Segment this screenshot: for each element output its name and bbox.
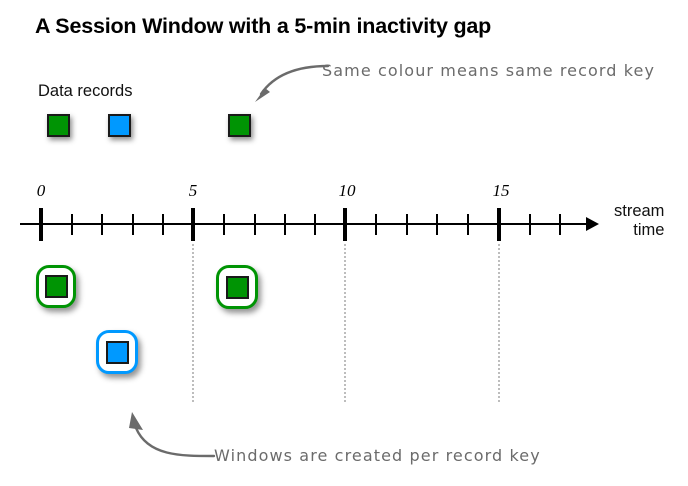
axis-tick-minor <box>132 214 134 235</box>
session-window-green-2 <box>216 265 258 309</box>
window-record-green-2 <box>225 275 249 299</box>
annotation-arrow-top <box>255 64 330 102</box>
axis-tick-minor <box>162 214 164 235</box>
annotation-arrow-bottom <box>129 412 216 458</box>
axis-tick-minor <box>467 214 469 235</box>
session-window-blue-1 <box>96 330 138 374</box>
axis-tick-minor <box>406 214 408 235</box>
axis-tick-minor <box>529 214 531 235</box>
guide-line-15 <box>498 244 500 402</box>
axis-tick-label-10: 10 <box>338 181 356 200</box>
data-records-label: Data records <box>38 82 133 100</box>
axis-tick-major-0 <box>39 208 43 241</box>
record-green-2 <box>228 114 251 137</box>
axis-tick-major-10 <box>343 208 347 241</box>
annotation-same-colour-note: Same colour means same record key <box>322 61 656 80</box>
stream-time-line1: stream <box>614 202 665 220</box>
axis-tick-minor <box>375 214 377 235</box>
annotation-windows-per-key-note: Windows are created per record key <box>214 446 541 465</box>
guide-line-5 <box>192 244 194 402</box>
page-title: A Session Window with a 5-min inactivity… <box>35 14 492 38</box>
stream-time-axis <box>20 223 586 225</box>
window-record-blue-1 <box>105 340 129 364</box>
record-green-1 <box>47 114 70 137</box>
axis-tick-minor <box>559 214 561 235</box>
session-window-green-1 <box>36 265 76 308</box>
axis-tick-label-5: 5 <box>188 181 198 200</box>
axis-tick-minor <box>71 214 73 235</box>
axis-tick-minor <box>284 214 286 235</box>
axis-tick-minor <box>223 214 225 235</box>
window-record-green-1 <box>44 275 68 298</box>
axis-tick-label-15: 15 <box>492 181 510 200</box>
axis-tick-minor <box>436 214 438 235</box>
axis-arrowhead <box>586 217 599 231</box>
record-blue-1 <box>108 114 131 137</box>
axis-tick-minor <box>314 214 316 235</box>
stream-time-label: stream time <box>614 202 664 240</box>
axis-tick-major-15 <box>497 208 501 241</box>
stream-time-line2: time <box>633 221 665 239</box>
axis-tick-minor <box>101 214 103 235</box>
axis-tick-label-0: 0 <box>36 181 46 200</box>
axis-tick-major-5 <box>191 208 195 241</box>
guide-line-10 <box>344 244 346 402</box>
axis-tick-minor <box>254 214 256 235</box>
